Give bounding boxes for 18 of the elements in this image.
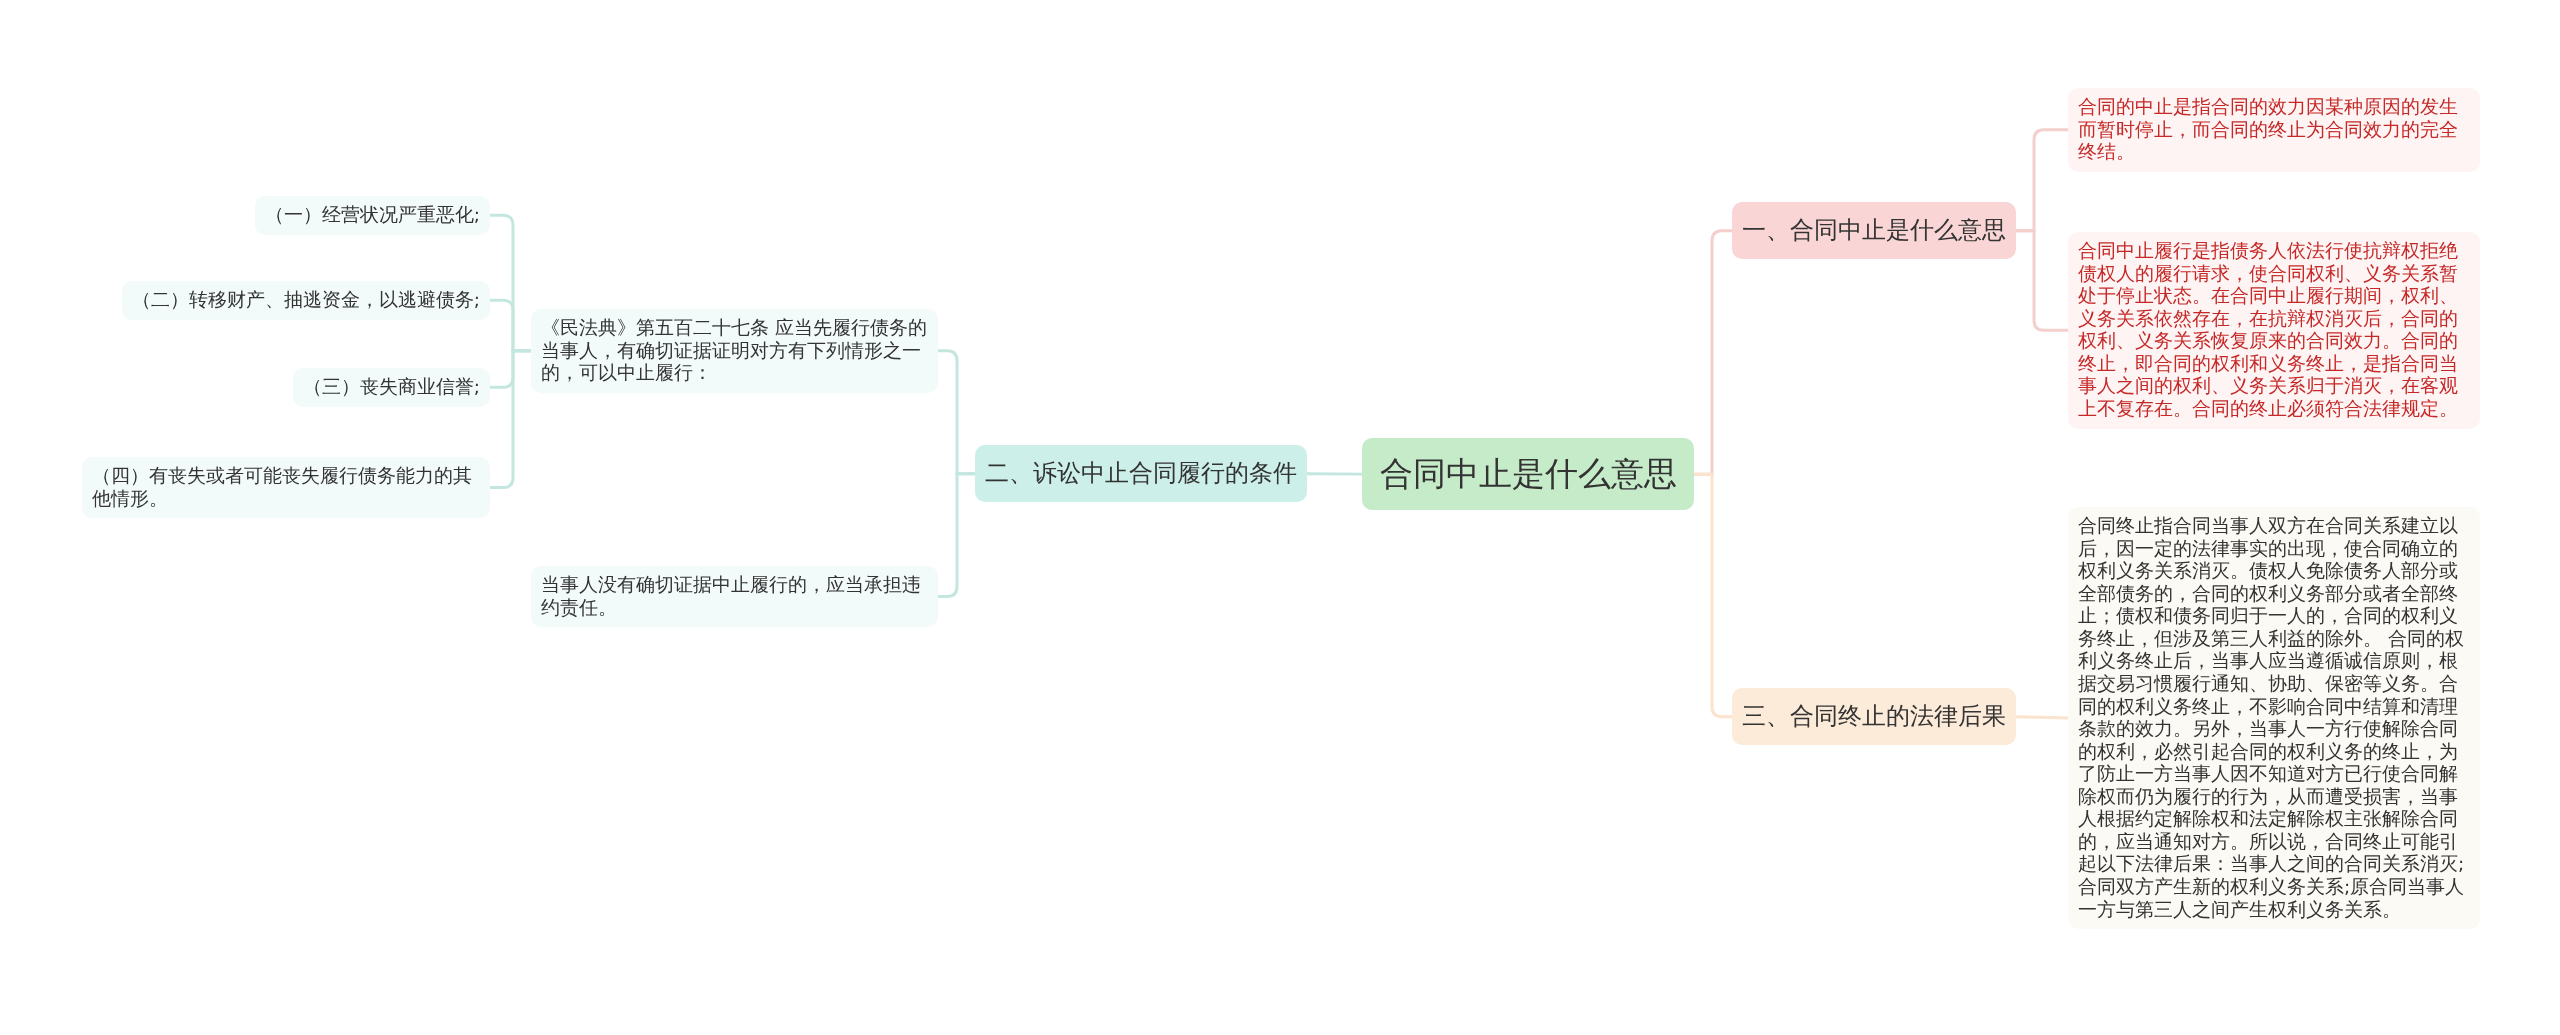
- connector-line: [2015, 715, 2069, 720]
- text-box: （一）经营状况严重恶化;: [254, 196, 490, 235]
- branch-box: 一、合同中止是什么意思: [1732, 202, 2016, 260]
- connector-line: [1307, 472, 1362, 476]
- text-box: （三）丧失商业信誉;: [292, 368, 490, 407]
- text-box: （二）转移财产、抽逃资金，以逃避债务;: [121, 281, 490, 320]
- text-box: （四）有丧失或者可能丧失履行债务能力的其他情形。: [82, 457, 490, 519]
- connector-line: [1694, 472, 1732, 719]
- connector-line: [938, 472, 975, 599]
- branch-box: 三、合同终止的法律后果: [1732, 688, 2016, 746]
- text-box: 《民法典》第五百二十七条 应当先履行债务的当事人，有确切证据证明对方有下列情形之一的，可以中止履行：: [531, 309, 938, 393]
- text-box: 合同的中止是指合同的效力因某种原因的发生而暂时停止，而合同的终止为合同效力的完全终结。: [2068, 88, 2480, 172]
- text-box: 当事人没有确切证据中止履行的，应当承担违约责任。: [531, 566, 938, 628]
- connector-line: [490, 349, 531, 490]
- central-topic-box: 合同中止是什么意思: [1362, 438, 1694, 511]
- text-box: 合同终止指合同当事人双方在合同关系建立以后，因一定的法律事实的出现，使合同确立的权利义务关系消灭。债权人免除债务人部分或全部债务的，合同的权利义务部分或者全部终止；债权和债务同归于一人的，合同的权利义务终止，但涉及第三人利益的除外。 合同的权利义务终止后，当事人应当遵循诚信原则，根据交易习惯履行通知、协助、保密等义务。合同的权利义务终止，不影响合同中结算和清理条款的效力。另外，当事人一方行使解除合同的权利，必然引起合同的权利义务的终止，为了防止一方当事人因不知道对方已行使合同解除权而仍为履行的行为，从而遭受损害，当事人根据约定解除权和法定解除权主张解除合同的，应当通知对方。所以说，合同终止可能引起以下法律后果：当事人之间的合同关系消灭;合同双方产生新的权利义务关系;原合同当事人一方与第三人之间产生权利义务关系。: [2068, 507, 2480, 930]
- branch-box: 二、诉讼中止合同履行的条件: [975, 445, 1307, 503]
- text-box: 合同中止履行是指债务人依法行使抗辩权拒绝债权人的履行请求，使合同权利、义务关系暂处于停止状态。在合同中止履行期间，权利、义务关系依然存在，在抗辩权消灭后，合同的权利、义务关系恢复原来的合同效力。合同的终止，即合同的权利和义务终止，是指合同当事人之间的权利、义务关系归于消灭，在客观上不复存在。合同的终止必须符合法律规定。: [2068, 232, 2480, 429]
